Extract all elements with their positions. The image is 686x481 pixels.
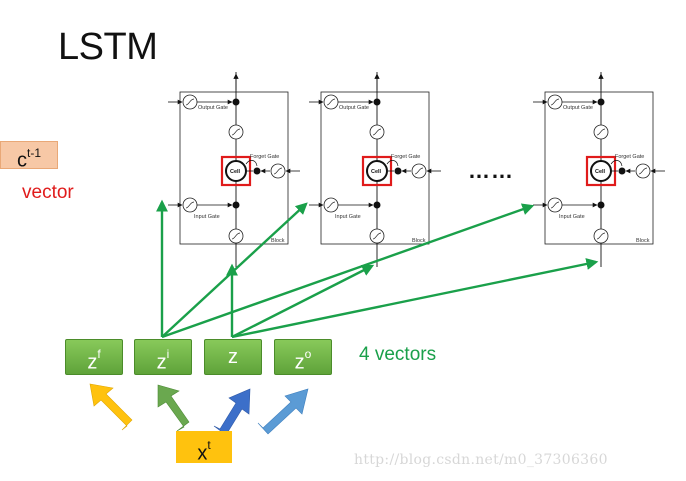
z-arrows (226, 258, 599, 339)
z-base: z (228, 346, 238, 368)
zi-base: z (156, 351, 167, 374)
cell-label: Cell (371, 169, 382, 175)
input-gate-label: Input Gate (559, 214, 585, 220)
output-gate-label: Output Gate (339, 105, 369, 111)
blue-arrow (213, 388, 251, 436)
block-label: Block (412, 238, 426, 244)
input-gate-label: Input Gate (335, 214, 361, 220)
cell-label: Cell (595, 169, 606, 175)
previous-cell-state-box: ct-1 (0, 141, 58, 172)
zo-sup: o (304, 347, 312, 361)
four-vectors-label: 4 vectors (359, 344, 437, 365)
light-blue-arrow (257, 388, 309, 435)
ct-base: c (16, 149, 27, 172)
z-box: z (204, 339, 262, 375)
zf-base: z (87, 351, 98, 374)
forget-gate-label: Forget Gate (391, 154, 420, 160)
zi-sup: i (166, 347, 170, 361)
zo-base: z (294, 351, 305, 374)
ct-superscript: t-1 (26, 146, 41, 160)
forget-gate-label: Forget Gate (615, 154, 644, 160)
zf-box: zf (65, 339, 123, 375)
cell-label: Cell (230, 169, 241, 175)
green-arrow (157, 384, 190, 432)
ellipsis: …… (468, 158, 514, 183)
output-gate-label: Output Gate (563, 105, 593, 111)
xt-base: x (197, 442, 208, 465)
vector-label: vector (22, 182, 74, 203)
output-gate-label: Output Gate (198, 105, 228, 111)
lstm-block-2: Output Gate Forget Gate Input Gate Cell … (309, 72, 441, 267)
input-arrows (89, 383, 309, 436)
watermark: http://blog.csdn.net/m0_37306360 (354, 452, 608, 468)
zo-box: zo (274, 339, 332, 375)
input-gate-label: Input Gate (194, 214, 220, 220)
slide-title: LSTM (58, 26, 158, 68)
lstm-block-1: Output Gate Forget Gate Input Gate Cell … (168, 72, 300, 267)
xt-sup: t (207, 438, 211, 452)
block-label: Block (636, 238, 650, 244)
forget-gate-label: Forget Gate (250, 154, 279, 160)
zf-sup: f (97, 347, 101, 361)
xt-box: xt (176, 431, 232, 465)
lstm-block-3: Output Gate Forget Gate Input Gate Cell … (533, 72, 665, 267)
block-label: Block (271, 238, 285, 244)
zi-box: zi (134, 339, 192, 375)
yellow-arrow (89, 383, 133, 431)
